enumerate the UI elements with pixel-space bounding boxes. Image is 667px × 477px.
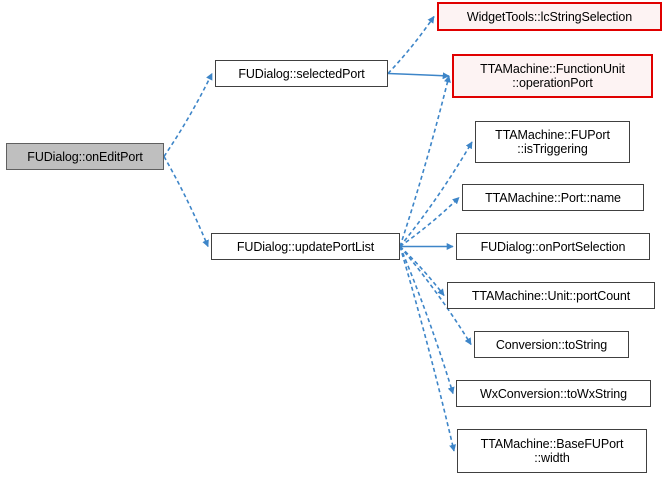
graph-node-label: WidgetTools::lcStringSelection — [466, 9, 633, 24]
graph-node-label: TTAMachine::FUPort ::isTriggering — [495, 128, 610, 156]
graph-node-label: TTAMachine::FunctionUnit ::operationPort — [480, 62, 625, 90]
graph-node-selectedPort[interactable]: FUDialog::selectedPort — [215, 60, 388, 87]
graph-edge-updatePortList-to-operationPort — [399, 75, 451, 247]
graph-node-operationPort[interactable]: TTAMachine::FunctionUnit ::operationPort — [452, 54, 653, 98]
graph-edge-selectedPort-to-lcStringSelection — [387, 15, 435, 75]
graph-node-isTriggering[interactable]: TTAMachine::FUPort ::isTriggering — [475, 121, 630, 163]
graph-edge-onEditPort-to-updatePortList — [163, 156, 209, 248]
graph-node-label: TTAMachine::Port::name — [485, 190, 621, 205]
graph-edge-updatePortList-to-portCount — [399, 245, 445, 297]
graph-node-onEditPort[interactable]: FUDialog::onEditPort — [6, 143, 164, 170]
graph-node-updatePortList[interactable]: FUDialog::updatePortList — [211, 233, 400, 260]
graph-node-portCount[interactable]: TTAMachine::Unit::portCount — [447, 282, 655, 309]
graph-node-baseFUPortWidth[interactable]: TTAMachine::BaseFUPort ::width — [457, 429, 647, 473]
graph-edge-updatePortList-to-toWxString — [399, 246, 455, 395]
graph-edge-onEditPort-to-selectedPort — [163, 72, 213, 157]
graph-node-label: Conversion::toString — [495, 337, 608, 352]
graph-node-label: FUDialog::updatePortList — [236, 239, 375, 254]
graph-node-label: TTAMachine::Unit::portCount — [471, 288, 631, 303]
graph-node-lcStringSelection[interactable]: WidgetTools::lcStringSelection — [437, 2, 662, 31]
graph-edge-updatePortList-to-portName — [399, 196, 460, 248]
graph-edge-selectedPort-to-operationPort — [387, 72, 450, 80]
graph-node-label: FUDialog::onEditPort — [27, 149, 143, 164]
graph-node-label: WxConversion::toWxString — [480, 386, 627, 401]
graph-node-portName[interactable]: TTAMachine::Port::name — [462, 184, 644, 211]
graph-node-label: TTAMachine::BaseFUPort ::width — [480, 437, 624, 465]
graph-node-label: FUDialog::selectedPort — [238, 66, 365, 81]
graph-node-toString[interactable]: Conversion::toString — [474, 331, 629, 358]
graph-node-toWxString[interactable]: WxConversion::toWxString — [456, 380, 651, 407]
graph-node-onPortSelection[interactable]: FUDialog::onPortSelection — [456, 233, 650, 260]
graph-node-label: FUDialog::onPortSelection — [480, 239, 626, 254]
graph-edge-updatePortList-to-baseFUPortWidth — [399, 246, 456, 452]
